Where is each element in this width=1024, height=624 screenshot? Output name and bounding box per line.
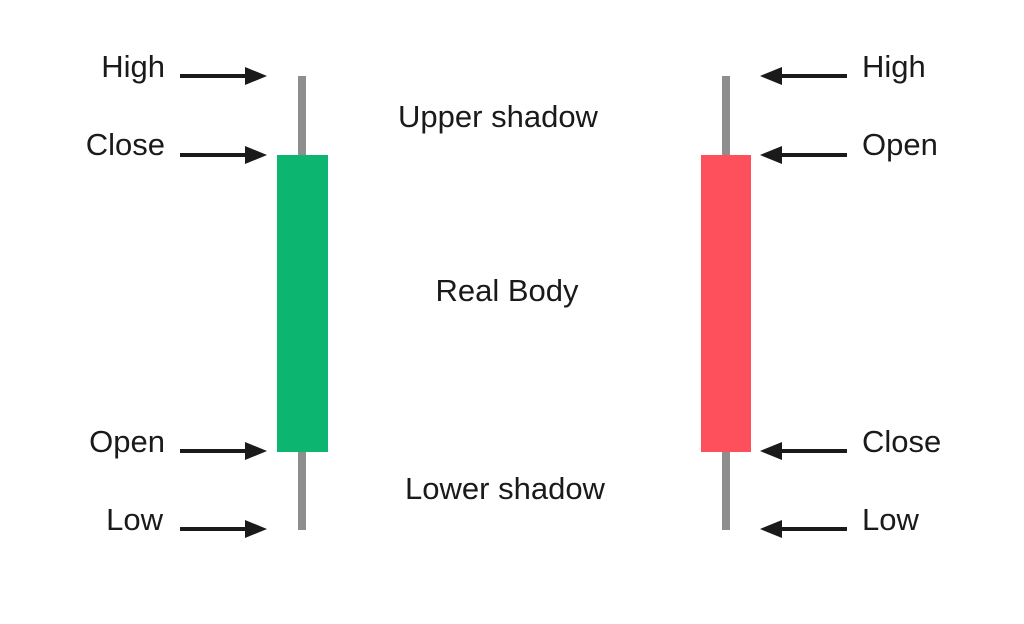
arrow-right-icon bbox=[180, 67, 267, 85]
arrow-right-icon bbox=[180, 442, 267, 460]
bearish-close-label: Close bbox=[862, 424, 942, 459]
arrow-left-icon bbox=[760, 146, 847, 164]
bullish-candle-body bbox=[277, 155, 328, 452]
upper-shadow-label: Upper shadow bbox=[398, 99, 598, 134]
bullish-low-label: Low bbox=[106, 502, 163, 537]
arrow-left-icon bbox=[760, 442, 847, 460]
bearish-open-label: Open bbox=[862, 127, 938, 162]
lower-shadow-label: Lower shadow bbox=[405, 471, 605, 506]
real-body-label: Real Body bbox=[435, 273, 579, 308]
bearish-low-label: Low bbox=[862, 502, 919, 537]
bearish-candle-body bbox=[701, 155, 751, 452]
arrow-left-icon bbox=[760, 67, 847, 85]
bearish-high-label: High bbox=[862, 49, 926, 84]
arrow-right-icon bbox=[180, 520, 267, 538]
arrow-right-icon bbox=[180, 146, 267, 164]
bullish-close-label: Close bbox=[85, 127, 165, 162]
bullish-high-label: High bbox=[101, 49, 165, 84]
arrow-left-icon bbox=[760, 520, 847, 538]
bullish-open-label: Open bbox=[89, 424, 165, 459]
